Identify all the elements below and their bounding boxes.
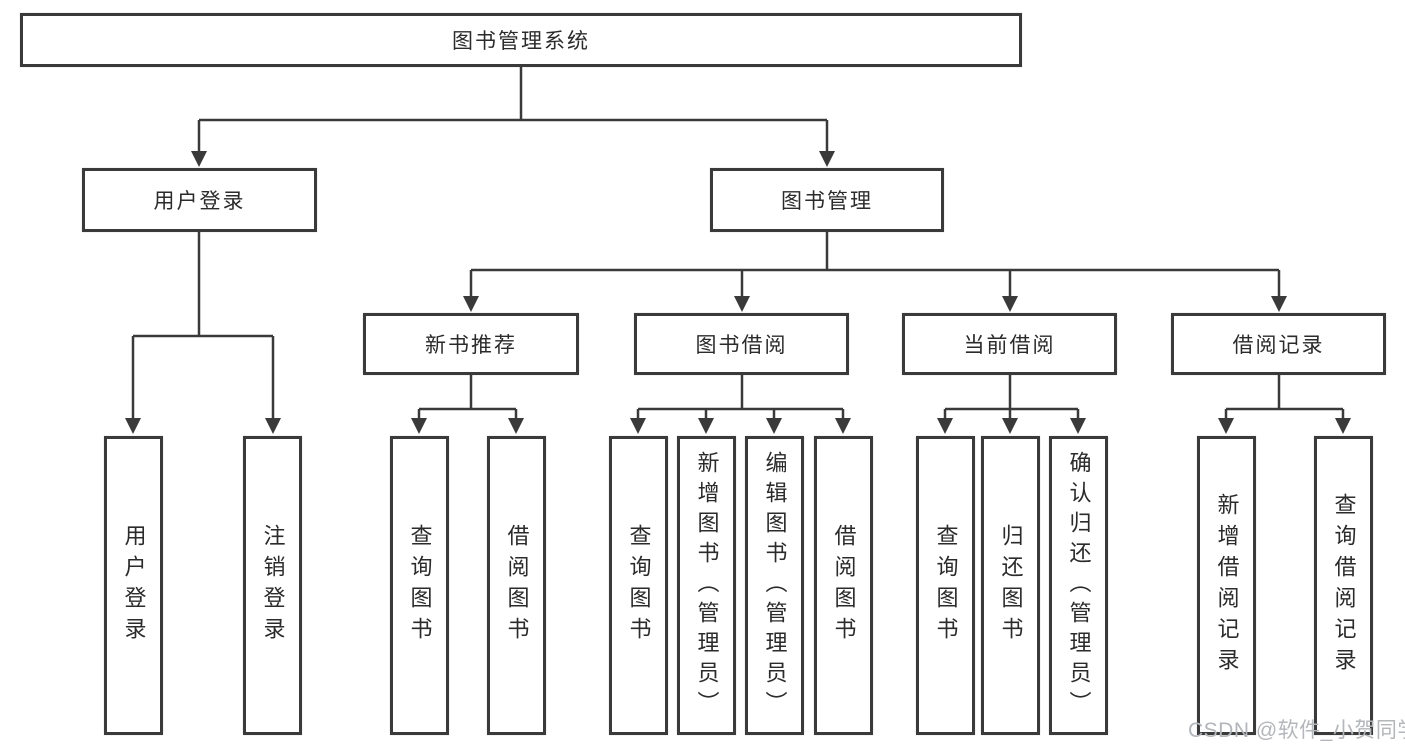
leaf-borrow-books-recommend: 借阅图书 bbox=[487, 436, 546, 735]
node-book-management-label: 图书管理 bbox=[781, 190, 873, 213]
leaf-query-books-borrow: 查询图书 bbox=[609, 436, 668, 735]
leaf-add-books-admin: 新增图书（管理员） bbox=[677, 436, 736, 735]
leaf-query-books-borrow-label: 查询图书 bbox=[626, 523, 652, 648]
node-new-book-recommend: 新书推荐 bbox=[363, 313, 579, 375]
leaf-user-login: 用户登录 bbox=[104, 436, 163, 735]
leaf-return-books: 归还图书 bbox=[981, 436, 1040, 735]
leaf-query-borrow-record: 查询借阅记录 bbox=[1314, 436, 1373, 735]
node-user-login-label: 用户登录 bbox=[153, 190, 246, 213]
leaf-add-borrow-record: 新增借阅记录 bbox=[1197, 436, 1256, 735]
leaf-user-login-label: 用户登录 bbox=[121, 523, 147, 648]
leaf-logout: 注销登录 bbox=[243, 436, 302, 735]
node-new-book-recommend-label: 新书推荐 bbox=[425, 334, 517, 357]
leaf-confirm-return-admin-label: 确认归还（管理员） bbox=[1066, 450, 1092, 721]
leaf-query-books-recommend-label: 查询图书 bbox=[407, 523, 433, 648]
node-root-system: 图书管理系统 bbox=[20, 13, 1022, 67]
node-root-label: 图书管理系统 bbox=[452, 30, 590, 53]
leaf-query-books-recommend: 查询图书 bbox=[390, 436, 449, 735]
leaf-return-books-label: 归还图书 bbox=[998, 523, 1024, 648]
node-borrow-records-label: 借阅记录 bbox=[1232, 334, 1325, 357]
leaf-query-books-current-label: 查询图书 bbox=[933, 523, 959, 648]
leaf-confirm-return-admin: 确认归还（管理员） bbox=[1049, 436, 1108, 735]
node-book-management: 图书管理 bbox=[710, 168, 944, 232]
leaf-add-books-admin-label: 新增图书（管理员） bbox=[694, 450, 720, 721]
leaf-logout-label: 注销登录 bbox=[260, 523, 286, 648]
leaf-edit-books-admin-label: 编辑图书（管理员） bbox=[762, 450, 788, 721]
node-current-borrow: 当前借阅 bbox=[902, 313, 1117, 375]
leaf-query-borrow-record-label: 查询借阅记录 bbox=[1331, 492, 1357, 679]
leaf-borrow-books: 借阅图书 bbox=[814, 436, 873, 735]
csdn-watermark: CSDN @软件_小贺同学 bbox=[1188, 719, 1405, 742]
node-book-borrow: 图书借阅 bbox=[634, 313, 849, 375]
leaf-borrow-books-label: 借阅图书 bbox=[831, 523, 857, 648]
leaf-query-books-current: 查询图书 bbox=[916, 436, 975, 735]
node-user-login: 用户登录 bbox=[82, 168, 317, 232]
node-borrow-records: 借阅记录 bbox=[1171, 313, 1386, 375]
node-book-borrow-label: 图书借阅 bbox=[695, 334, 788, 357]
leaf-edit-books-admin: 编辑图书（管理员） bbox=[745, 436, 804, 735]
leaf-add-borrow-record-label: 新增借阅记录 bbox=[1214, 492, 1240, 679]
node-current-borrow-label: 当前借阅 bbox=[963, 334, 1056, 357]
leaf-borrow-books-recommend-label: 借阅图书 bbox=[504, 523, 530, 648]
